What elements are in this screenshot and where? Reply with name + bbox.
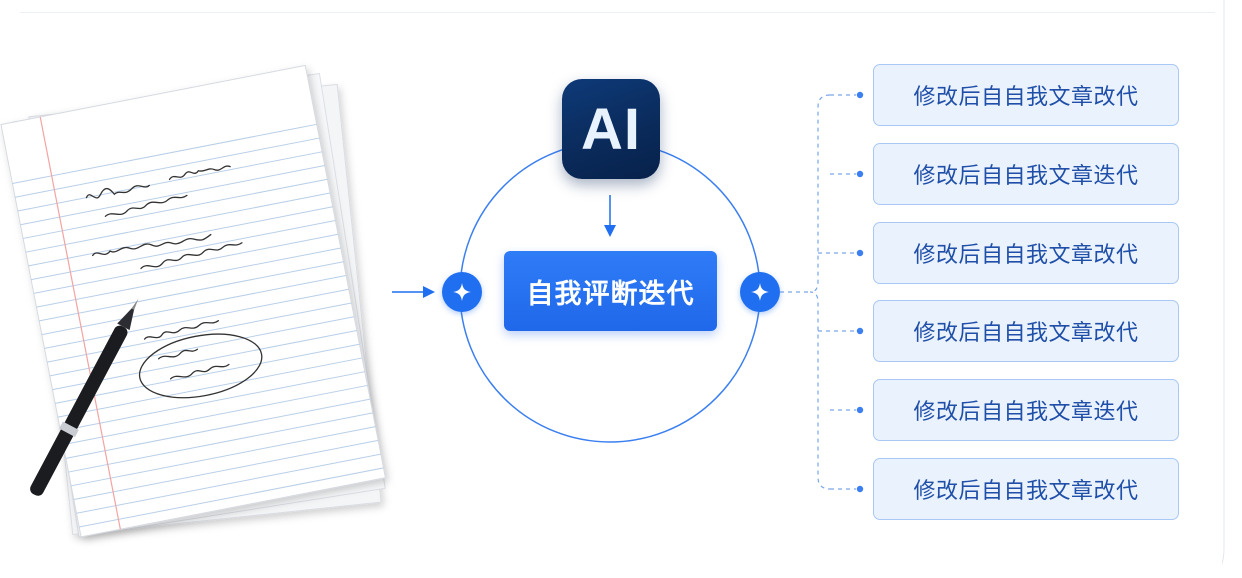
sparkle-icon: [442, 272, 482, 312]
pen-icon: [30, 298, 139, 496]
ai-badge-label: AI: [581, 96, 641, 162]
output-box-1: 修改后自自我文章改代: [873, 64, 1179, 126]
output-box-label: 修改后自自我文章改代: [913, 85, 1139, 110]
output-box-2: 修改后自自我文章迭代: [873, 143, 1179, 205]
output-box-label: 修改后自自我文章改代: [913, 243, 1139, 268]
self-evaluation-label: 自我评断迭代: [526, 278, 695, 310]
output-box-label: 修改后自自我文章迭代: [913, 400, 1139, 425]
output-box-label: 修改后自自我文章改代: [913, 479, 1139, 504]
output-box-label: 修改后自自我文章改代: [913, 321, 1139, 346]
ai-badge: AI: [562, 79, 660, 179]
frame-edge: [1222, 0, 1225, 566]
output-branches: [818, 94, 856, 490]
output-box-4: 修改后自自我文章改代: [873, 300, 1179, 362]
self-evaluation-node: 自我评断迭代: [504, 251, 717, 331]
output-box-5: 修改后自自我文章迭代: [873, 379, 1179, 441]
handwritten-paper-icon: [0, 64, 386, 538]
output-box-label: 修改后自自我文章迭代: [913, 164, 1139, 189]
sparkle-icon: [740, 272, 780, 312]
output-box-3: 修改后自自我文章改代: [873, 222, 1179, 284]
output-box-6: 修改后自自我文章改代: [873, 458, 1179, 520]
output-bracket: [809, 94, 831, 490]
branch-dots: [856, 91, 864, 493]
top-divider: [20, 12, 1215, 13]
